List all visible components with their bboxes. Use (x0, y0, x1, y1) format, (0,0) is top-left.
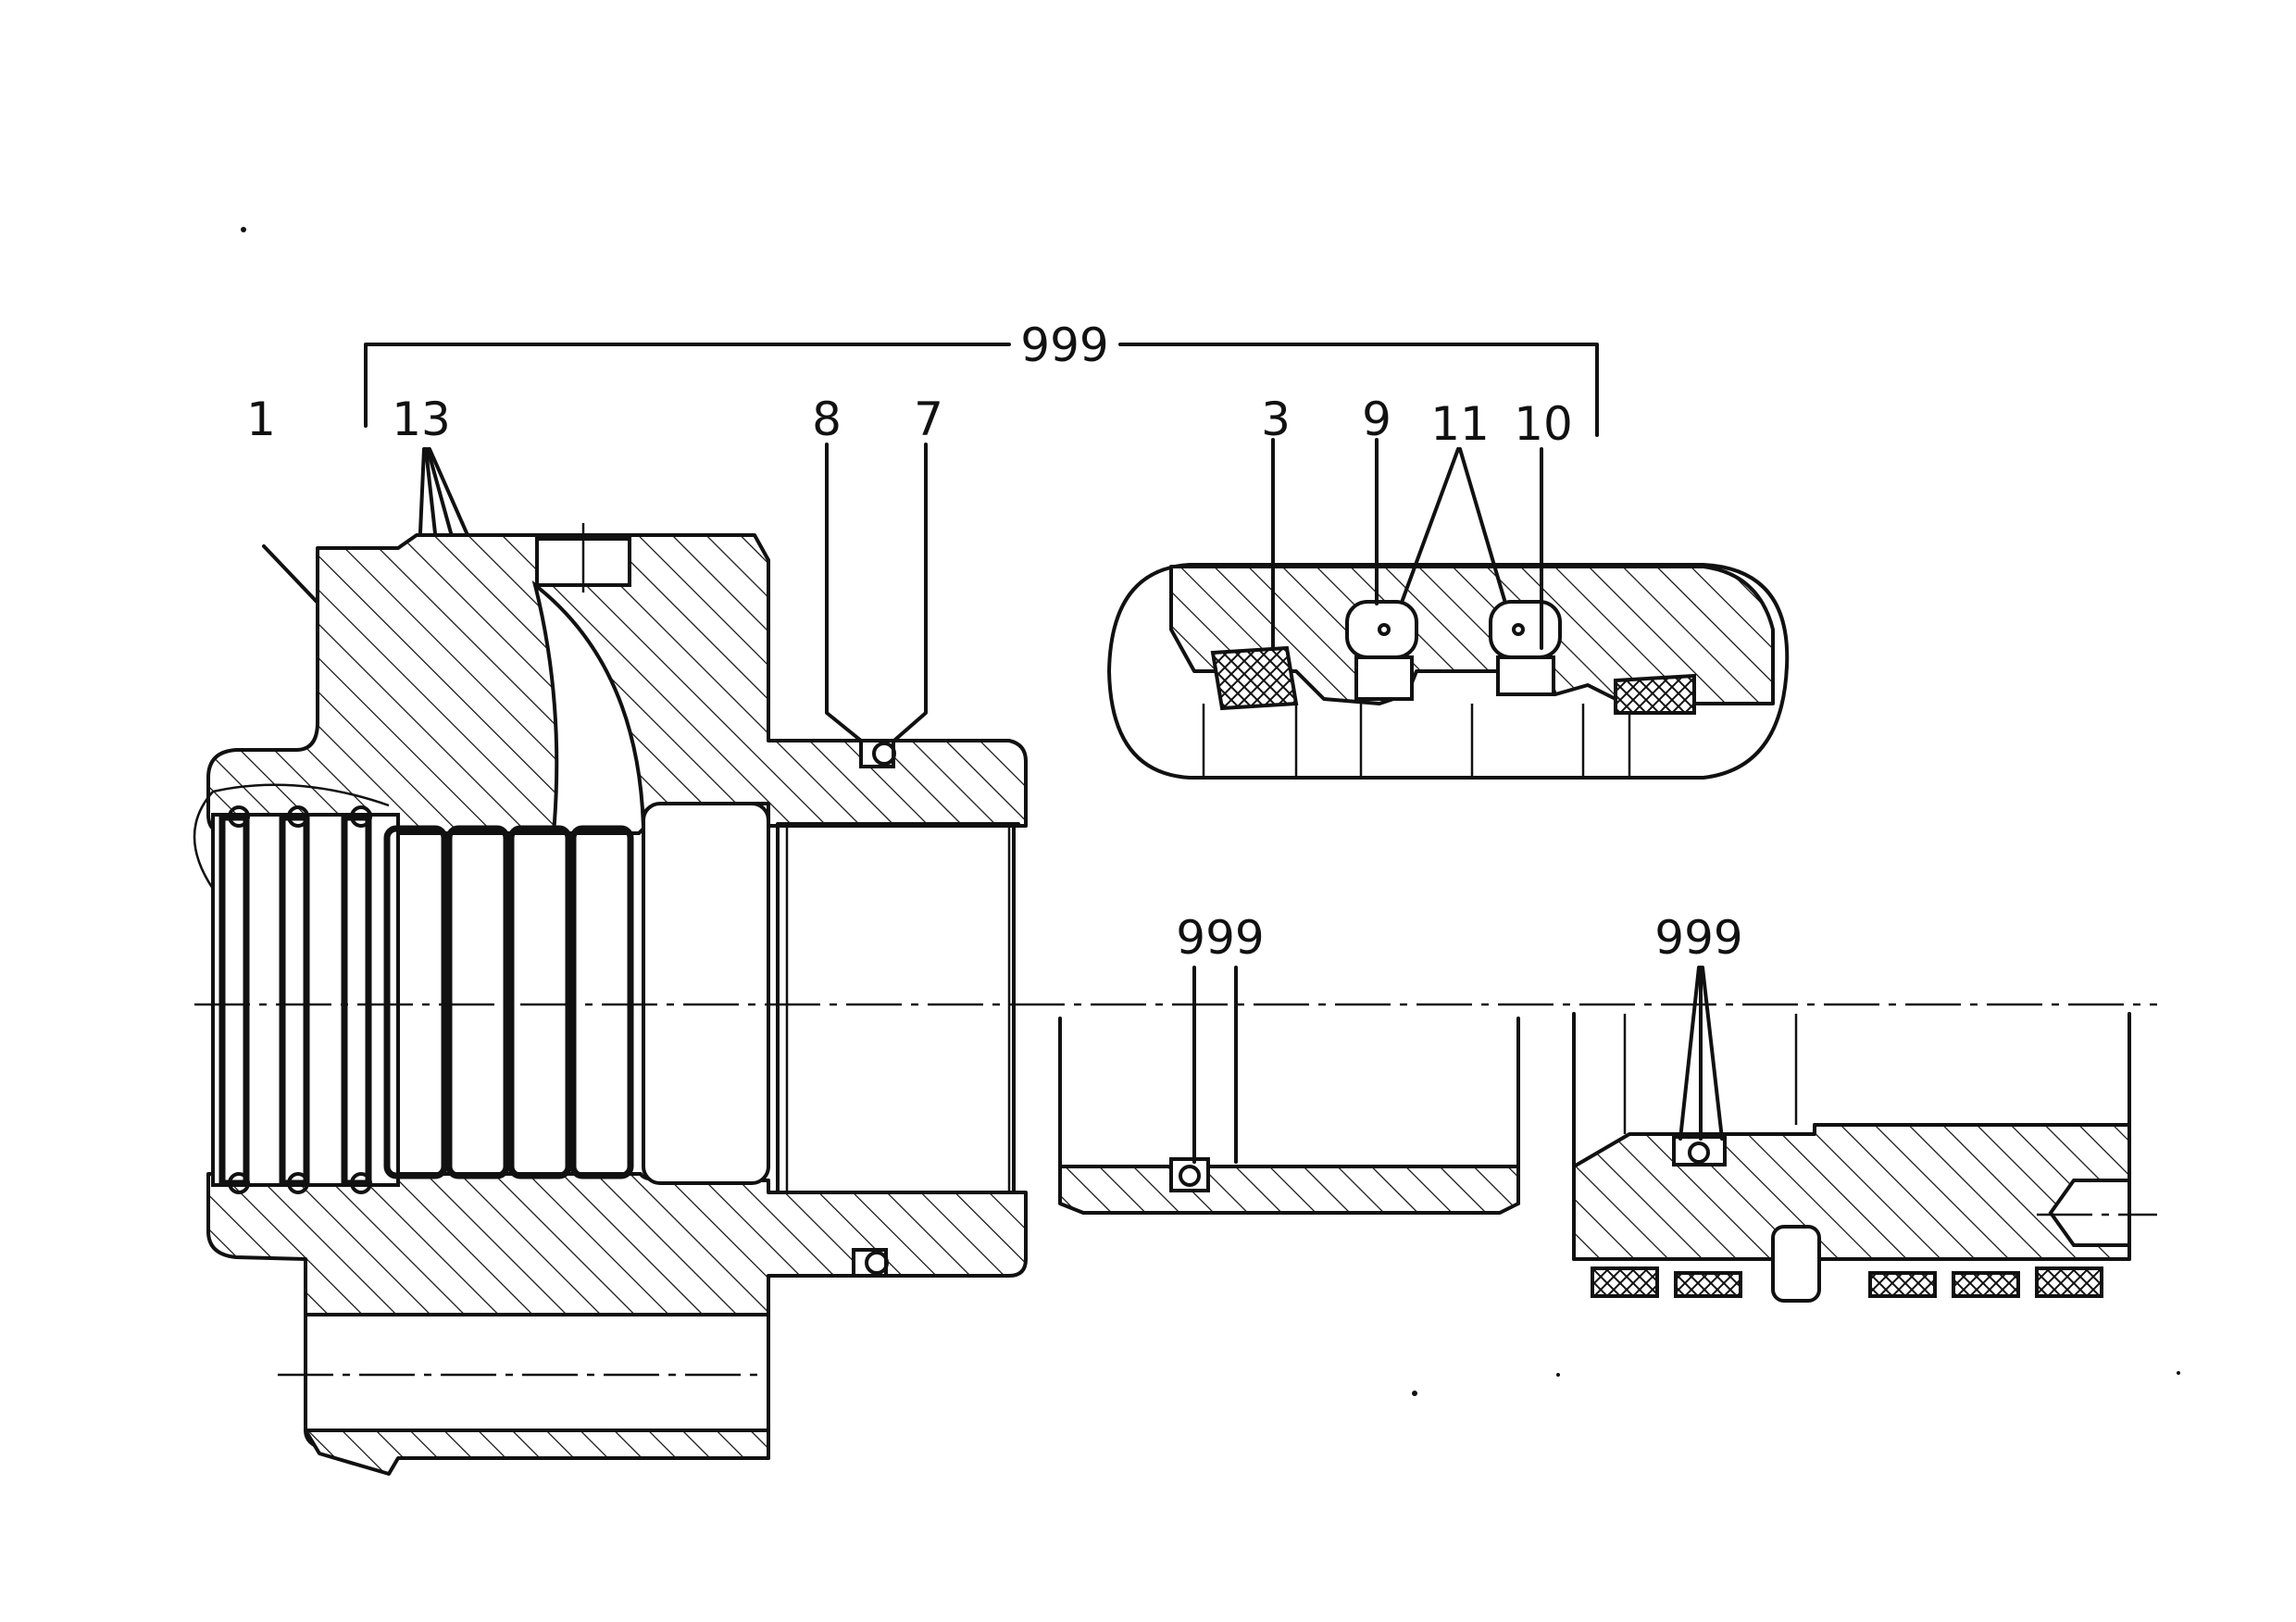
stray-mark (1412, 1391, 1417, 1396)
stray-mark (241, 227, 246, 232)
label-999-right: 999 (1654, 911, 1742, 965)
stray-mark (2177, 1371, 2180, 1375)
detail-view (1107, 438, 1790, 780)
rings-13 (383, 825, 634, 1179)
main-housing (193, 523, 1028, 1476)
stray-mark (1556, 1373, 1560, 1377)
middle-sleeve (1058, 966, 1520, 1215)
seal-rings-left (218, 805, 372, 1194)
top-bracket (364, 343, 1599, 437)
label-999-top: 999 (1020, 318, 1108, 372)
right-shaft (1572, 966, 2157, 1303)
label-3: 3 (1261, 393, 1291, 446)
label-13: 13 (392, 393, 451, 446)
label-7: 7 (914, 393, 943, 446)
label-999-mid: 999 (1176, 911, 1264, 965)
label-11: 11 (1430, 397, 1490, 451)
leader-8 (825, 443, 863, 742)
label-1: 1 (246, 393, 276, 446)
label-8: 8 (812, 393, 842, 446)
label-9: 9 (1362, 393, 1391, 446)
leader-7 (887, 443, 928, 747)
label-10: 10 (1514, 397, 1573, 451)
